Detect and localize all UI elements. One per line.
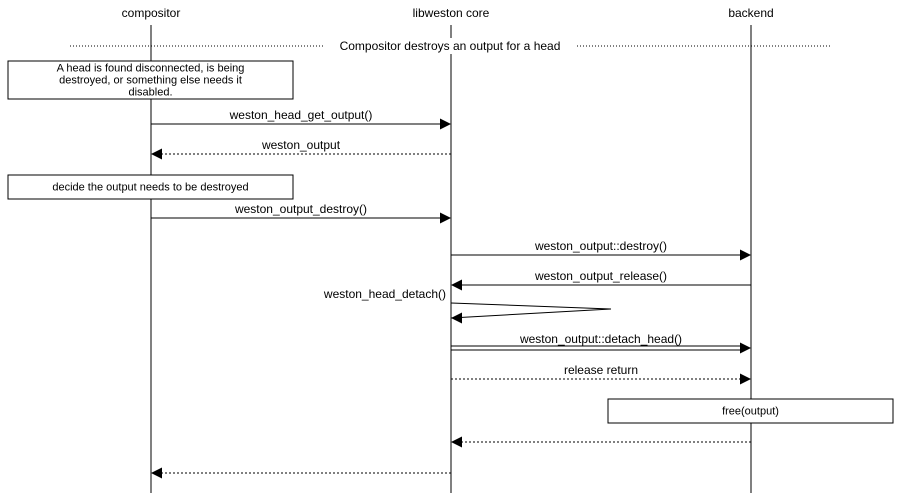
message-msg-weston-output-detach-head: weston_output::detach_head() bbox=[451, 332, 751, 354]
arrow-head-icon bbox=[440, 212, 451, 224]
message-label-msg-weston-head-get-output: weston_head_get_output() bbox=[229, 108, 373, 122]
note-text-line: disabled. bbox=[128, 87, 172, 99]
participant-labels-group: compositor libweston core backend bbox=[122, 6, 774, 20]
arrow-head-icon bbox=[151, 467, 162, 479]
messages-group: weston_head_get_output() weston_outputwes… bbox=[151, 108, 751, 479]
self-call-outbound-line bbox=[450, 302, 612, 310]
message-msg-weston-output-destroy-vfunc: weston_output::destroy() bbox=[451, 239, 751, 261]
arrow-head-icon bbox=[740, 342, 751, 354]
participant-label-libweston-core: libweston core bbox=[413, 6, 490, 20]
message-msg-weston-output-release: weston_output_release() bbox=[451, 269, 751, 291]
message-label-msg-weston-output-destroy-vfunc: weston_output::destroy() bbox=[534, 239, 667, 253]
self-call-return-line bbox=[450, 308, 612, 319]
arrow-head-icon bbox=[740, 373, 751, 385]
message-msg-weston-output-return: weston_output bbox=[151, 138, 451, 160]
arrow-head-icon bbox=[451, 279, 462, 291]
arrow-head-icon bbox=[440, 118, 451, 130]
message-label-msg-weston-output-return: weston_output bbox=[261, 138, 341, 152]
message-msg-weston-head-get-output: weston_head_get_output() bbox=[151, 108, 451, 130]
notes-group: A head is found disconnected, is beingde… bbox=[7, 60, 894, 424]
message-msg-weston-head-detach: weston_head_detach() bbox=[323, 287, 612, 324]
note-box-note-decide-destroy: decide the output needs to be destroyed bbox=[7, 174, 294, 200]
message-label-msg-release-return: release return bbox=[564, 363, 638, 377]
note-text-line: A head is found disconnected, is being bbox=[57, 63, 245, 75]
note-box-frame bbox=[7, 174, 294, 200]
message-msg-core-return bbox=[151, 467, 451, 479]
note-box-frame bbox=[7, 60, 294, 100]
arrow-head-icon bbox=[151, 148, 162, 160]
arrow-head-icon bbox=[451, 436, 462, 448]
note-box-frame bbox=[607, 398, 894, 424]
title-separator-group: Compositor destroys an output for a head bbox=[70, 38, 830, 54]
arrow-head-icon bbox=[451, 312, 462, 324]
title-label-backdrop bbox=[325, 38, 575, 54]
message-msg-weston-output-destroy: weston_output_destroy() bbox=[151, 202, 451, 224]
message-msg-release-return: release return bbox=[451, 363, 751, 385]
note-box-note-head-disconnected: A head is found disconnected, is beingde… bbox=[7, 60, 294, 100]
message-label-msg-weston-head-detach: weston_head_detach() bbox=[323, 287, 446, 301]
arrow-head-icon bbox=[740, 249, 751, 261]
participant-label-compositor: compositor bbox=[122, 6, 181, 20]
note-text-line: decide the output needs to be destroyed bbox=[52, 182, 248, 194]
message-msg-backend-return bbox=[451, 436, 751, 448]
participant-label-backend: backend bbox=[728, 6, 773, 20]
diagram-title: Compositor destroys an output for a head bbox=[340, 39, 561, 53]
note-box-note-free-output: free(output) bbox=[607, 398, 894, 424]
message-label-msg-weston-output-release: weston_output_release() bbox=[534, 269, 667, 283]
note-text-line: destroyed, or something else needs it bbox=[59, 75, 242, 87]
note-text-line: free(output) bbox=[722, 406, 779, 418]
message-label-msg-weston-output-destroy: weston_output_destroy() bbox=[234, 202, 367, 216]
message-label-msg-weston-output-detach-head: weston_output::detach_head() bbox=[519, 332, 682, 346]
